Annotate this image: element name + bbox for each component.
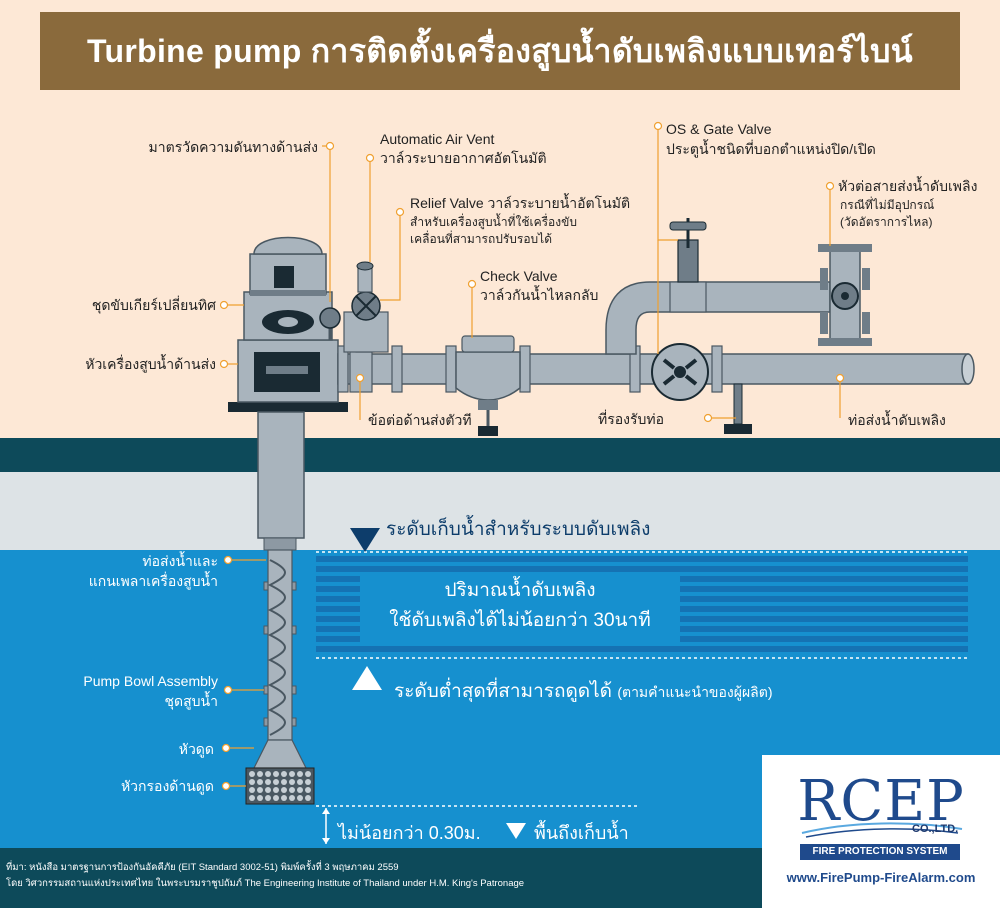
column-pipe [257,411,305,539]
label-air-vent-en: Automatic Air Vent [380,131,495,147]
label-tee-fitting: ข้อต่อด้านส่งตัวที [368,412,472,428]
pipe-flanges [337,345,723,393]
leader-dots [219,121,845,791]
logo-tagline: FIRE PROTECTION SYSTEM [800,844,960,860]
label-discharge-head: หัวเครื่องสูบน้ำด้านส่ง [85,356,216,372]
logo-swoosh [801,822,963,838]
pressure-gauge-dial [319,307,341,329]
label-pressure-gauge: มาตรวัดความดันทางด้านส่ง [148,139,318,155]
motor-top [253,236,323,255]
label-os-gate-th: ประตูน้ำชนิดที่บอกตำแหน่งปิด/เปิด [666,141,876,157]
label-air-vent-th: วาล์วระบายอากาศอัตโนมัติ [380,150,547,166]
label-relief-valve-3: เคลื่อนที่สามารถปรับรอบได้ [410,232,553,246]
air-gap [0,472,1000,550]
min-level-label: ระดับต่ำสุดที่สามารถดูดได้ (ตามคำแนะนำขอ… [394,676,772,706]
label-strainer: หัวกรองด้านดูด [120,778,214,794]
label-relief-valve-2: สำหรับเครื่องสูบน้ำที่ใช้เครื่องขับ [410,215,577,229]
label-check-valve-th: วาล์วกันน้ำไหลกลับ [480,287,599,303]
footnote-line1: ที่มา: หนังสือ มาตรฐานการป้องกันอัคคีภัย… [6,862,399,873]
label-hose-header-3: (วัดอัตราการไหล) [840,215,933,229]
strainer-shape [245,767,315,805]
ground-slab [0,438,1000,472]
riser-elbow [605,281,831,355]
label-bowl-th: ชุดสูบน้ำ [164,693,218,709]
reserve-volume-line1: ปริมาณน้ำดับเพลิง [444,580,596,601]
min-level-text: ระดับต่ำสุดที่สามารถดูดได้ [394,681,613,702]
label-check-valve-en: Check Valve [480,268,558,284]
storage-level-label: ระดับเก็บน้ำสำหรับระบบดับเพลิง [386,519,651,540]
pump-base-plate [228,402,348,412]
label-bowl-en: Pump Bowl Assembly [83,673,218,689]
title-bar: Turbine pump การติดตั้งเครื่องสูบน้ำดับเ… [40,12,960,90]
label-hose-header-2: กรณีที่ไม่มีอุปกรณ์ [840,198,935,212]
logo-company: CO.,LTD. [912,823,959,835]
check-valve-body [455,351,521,401]
floor-marker [506,823,526,839]
min-level-marker [352,666,382,690]
shaft-helix [267,559,286,736]
label-column-1: ท่อส่งน้ำและ [142,553,218,569]
leader-lines [224,126,841,787]
label-suction-bell: หัวดูด [178,741,214,757]
min-level-note: (ตามคำแนะนำของผู้ผลิต) [617,684,773,700]
page-title: Turbine pump การติดตั้งเครื่องสูบน้ำดับเ… [87,32,913,69]
tank-floor-label: พื้นถึงเก็บน้ำ [534,823,629,843]
label-relief-valve-1: Relief Valve วาล์วระบายน้ำอัตโนมัติ [410,195,631,211]
clearance-label: ไม่น้อยกว่า 0.30ม. [338,823,481,843]
logo-url[interactable]: www.FirePump-FireAlarm.com [786,870,976,885]
label-pipe-support: ที่รองรับท่อ [598,411,665,427]
label-os-gate-en: OS & Gate Valve [666,121,772,137]
company-logo: RCEP CO.,LTD. FIRE PROTECTION SYSTEM www… [762,755,1000,908]
label-column-2: แกนเพลาเครื่องสูบน้ำ [88,573,218,589]
storage-level-marker [350,528,380,552]
footnote-line2: โดย วิศวกรรมสถานแห่งประเทศไทย ในพระบรมรา… [6,878,525,889]
os-gate-handwheel [669,221,707,231]
strainer-mesh [249,771,311,801]
reserve-volume-box: ปริมาณน้ำดับเพลิง ใช้ดับเพลิงได้ไม่น้อยก… [360,572,680,642]
reserve-volume-line2: ใช้ดับเพลิงได้ไม่น้อยกว่า 30นาที [389,610,651,631]
tee-fitting [349,345,373,393]
label-gear-drive: ชุดขับเกียร์เปลี่ยนทิศ [91,297,216,313]
label-fire-pipe: ท่อส่งน้ำดับเพลิง [848,412,946,428]
label-hose-header-1: หัวต่อสายส่งน้ำดับเพลิง [838,178,978,194]
